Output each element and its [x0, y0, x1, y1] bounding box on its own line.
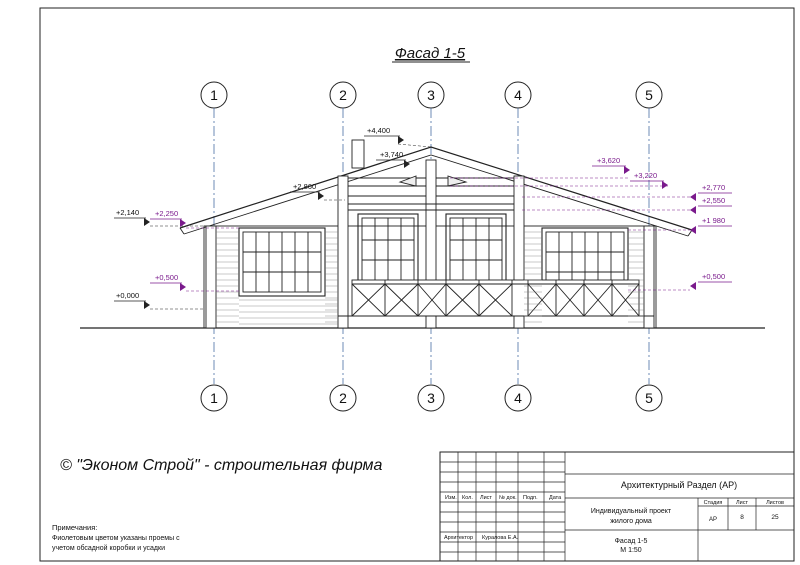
stamp-sheet: 8: [740, 514, 744, 521]
stamp-header: Лист: [480, 495, 492, 501]
axis-circle: [200, 384, 228, 412]
axis-label: 2: [339, 87, 347, 103]
title-block: [439, 451, 795, 562]
stamp-scale: М 1:50: [620, 547, 642, 554]
axis-label: 1: [210, 390, 218, 406]
stamp-sheet-label: Лист: [736, 500, 748, 506]
window-porch-right: [445, 213, 507, 283]
axis-circle: [504, 384, 532, 412]
level-label: +3,620: [597, 156, 620, 165]
stamp-header: Изм.: [445, 495, 457, 501]
column: [337, 175, 349, 329]
gable-window: [447, 175, 468, 187]
stamp-header: № док.: [499, 495, 517, 501]
window-porch-left: [357, 213, 419, 283]
level-label: +2,770: [702, 183, 725, 192]
stamp-sheets-label: Листов: [766, 500, 784, 506]
porch-railing: [338, 279, 654, 317]
corner-post: [643, 225, 655, 329]
sheet-frame: [39, 7, 795, 562]
stamp-stage-label: Стадия: [704, 500, 723, 506]
level-label: +2,550: [702, 196, 725, 205]
gable-window: [398, 175, 417, 187]
roof-outline: [179, 146, 693, 231]
log-siding: [216, 231, 644, 325]
roof-edge: [687, 229, 693, 237]
stamp-person: Куралова Е.А.: [482, 535, 519, 541]
stamp-sheets: 25: [771, 514, 779, 521]
axis-circle: [329, 384, 357, 412]
axis-label: 2: [339, 390, 347, 406]
chimney: [351, 139, 365, 169]
axis-label: 5: [645, 390, 653, 406]
roof-inner-line: [183, 154, 689, 237]
drawing-title: Фасад 1-5: [395, 45, 466, 62]
house-facade: [80, 139, 765, 329]
column: [425, 159, 437, 329]
axis-label: 3: [427, 87, 435, 103]
axis-circle: [417, 384, 445, 412]
notes-line: учетом обсадной коробки и усадки: [52, 544, 165, 552]
level-label: +1 980: [702, 216, 725, 225]
axis-markers-bottom: 1 2 3 4 5: [200, 384, 663, 412]
stamp-project: Индивидуальный проект: [591, 507, 672, 515]
copyright-text: © "Эконом Строй" - строительная фирма: [60, 457, 383, 474]
roof-edge: [179, 227, 185, 235]
window-left: [238, 227, 326, 297]
corner-post: [205, 225, 217, 329]
axis-label: 4: [514, 390, 522, 406]
stamp-header: Кол.: [462, 495, 473, 501]
stamp-drawing: Фасад 1-5: [615, 538, 648, 545]
notes-heading: Примечания:: [52, 523, 97, 532]
stamp-role: Архитектор: [444, 535, 473, 541]
stamp-header: Дата: [549, 495, 562, 501]
level-label: +4,400: [367, 126, 390, 135]
level-label: +2,860: [293, 182, 316, 191]
level-marks: +4,400 +3,740 +2,860 +2,140 +0,000 +3,62…: [114, 126, 732, 310]
stamp-header: Подп.: [523, 495, 538, 501]
level-label: +0,500: [702, 272, 725, 281]
column: [513, 175, 525, 329]
axis-label: 5: [645, 87, 653, 103]
level-label: +2,140: [116, 208, 139, 217]
stamp-stage: АР: [709, 517, 717, 523]
level-label: +3,740: [380, 150, 403, 159]
axis-markers-top: 1 2 3 4 5: [200, 81, 663, 109]
level-label: +3,220: [634, 171, 657, 180]
axis-label: 4: [514, 87, 522, 103]
level-label: +2,250: [155, 209, 178, 218]
axis-label: 1: [210, 87, 218, 103]
stamp-project: жилого дома: [610, 518, 652, 525]
level-label: +0,500: [155, 273, 178, 282]
stamp-section: Архитектурный Раздел (АР): [621, 480, 737, 490]
axis-circle: [635, 384, 663, 412]
axis-lines: [213, 108, 650, 384]
level-label: +0,000: [116, 291, 139, 300]
axis-label: 3: [427, 390, 435, 406]
notes-line: Фиолетовым цветом указаны проемы с: [52, 535, 180, 542]
title-block-text: Изм. Кол. Лист № док. Подп. Дата Архитек…: [444, 480, 784, 554]
